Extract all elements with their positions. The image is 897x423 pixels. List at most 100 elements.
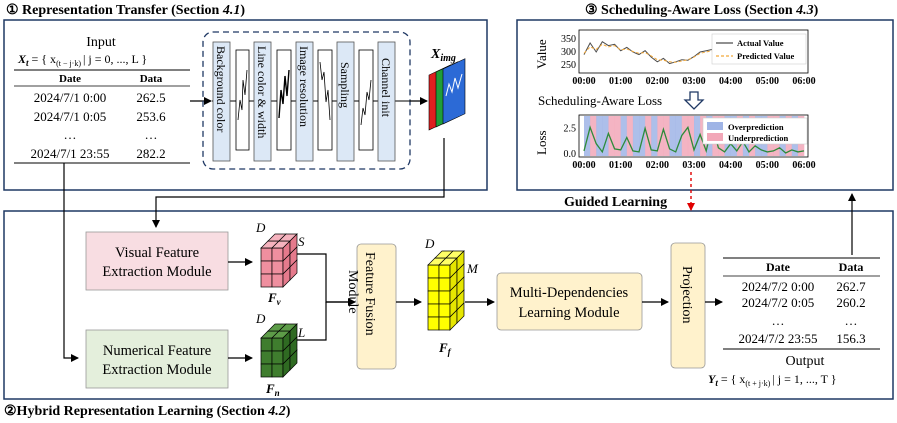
actual-legend-label: Actual Value xyxy=(737,38,784,48)
cube-front-cell xyxy=(271,273,284,288)
pipeline-step-label: Image resolution xyxy=(297,46,311,127)
input-header-data: Data xyxy=(140,73,163,85)
projection-module-label: Projection xyxy=(679,266,694,324)
loss-xtick-label: 01:00 xyxy=(609,160,632,171)
pipeline-step-box xyxy=(336,41,355,162)
cube-front-cell xyxy=(438,264,451,279)
loss-xtick-label: 00:00 xyxy=(572,160,595,171)
value-xtick-label: 06:00 xyxy=(792,76,815,87)
output-label: Output xyxy=(786,354,825,369)
input-row-value: 282.2 xyxy=(136,146,165,161)
value-ytick-label: 350 xyxy=(561,34,576,45)
projection-module xyxy=(670,242,706,369)
cube-front-cell xyxy=(427,264,440,279)
numerical-feature-extraction-module xyxy=(85,329,229,389)
fn-dim-l: L xyxy=(297,325,305,340)
cube-front-cell xyxy=(260,363,273,378)
input-to-numerical-arrow xyxy=(63,163,79,362)
fn-to-fusion-line xyxy=(295,302,327,341)
output-row-date: 2024/7/2 23:55 xyxy=(738,331,817,346)
value-xtick-label: 01:00 xyxy=(609,76,632,87)
input-row-date: 2024/7/1 0:05 xyxy=(34,109,107,124)
visual-module-label-line1: Visual Feature xyxy=(115,245,199,261)
predicted-value-line xyxy=(583,43,805,63)
ff-feature-cube xyxy=(427,250,465,331)
value-xtick-label: 05:00 xyxy=(756,76,779,87)
loss-band xyxy=(687,116,695,156)
cube-side-cell xyxy=(456,302,465,324)
ff-dim-d: D xyxy=(424,236,435,251)
value-xtick-label: 04:00 xyxy=(719,76,742,87)
loss-ytick-label: 0.0 xyxy=(564,149,577,160)
loss-chart-lines xyxy=(583,125,805,154)
input-row-value: … xyxy=(145,127,158,142)
curve-thumbnail-icon xyxy=(358,49,374,151)
ximg-label: Ximg xyxy=(430,47,456,64)
output-row-date: 2024/7/2 0:00 xyxy=(742,279,815,294)
output-row-value: 262.7 xyxy=(836,279,866,294)
output-row-value: … xyxy=(845,313,858,328)
guided-learning-label: Guided Learning xyxy=(564,195,667,210)
loss-ytick-label: 2.5 xyxy=(564,123,577,134)
mdl-module-label-line1: Multi-Dependencies xyxy=(510,285,629,301)
pipeline-step-box xyxy=(377,41,396,162)
loss-band xyxy=(626,116,634,156)
value-xtick-label: 03:00 xyxy=(682,76,705,87)
output-row-date: 2024/7/2 0:05 xyxy=(742,295,815,310)
cube-side-cell xyxy=(289,259,298,281)
ff-name: Ff xyxy=(438,340,452,357)
cube-front-cell xyxy=(271,260,284,275)
pipeline-step-box xyxy=(295,41,314,162)
pipeline-step-label: Background color xyxy=(214,46,228,132)
loss-xtick-label: 03:00 xyxy=(682,160,705,171)
input-row-value: 262.5 xyxy=(136,90,165,105)
curve-thumbnail-icon xyxy=(317,49,333,151)
value-chart-ylabel: Value xyxy=(534,39,549,69)
cube-front-cell xyxy=(427,277,440,292)
scheduling-aware-loss-label: Scheduling-Aware Loss xyxy=(538,93,662,108)
output-header-data: Data xyxy=(839,260,864,274)
numerical-module-label-line2: Extraction Module xyxy=(102,362,211,378)
loss-band xyxy=(632,116,640,156)
value-xtick-label: 00:00 xyxy=(572,76,595,87)
fn-feature-cube xyxy=(260,323,298,378)
fv-dim-d: D xyxy=(255,220,266,235)
input-row-date: 2024/7/1 0:00 xyxy=(34,90,107,105)
loss-band xyxy=(681,116,689,156)
loss-band xyxy=(651,116,658,156)
loss-xtick-label: 02:00 xyxy=(646,160,669,171)
output-row-value: 156.3 xyxy=(836,331,865,346)
cube-front-cell xyxy=(260,350,273,365)
visual-module-label-line2: Extraction Module xyxy=(102,264,211,280)
pipeline-step-box xyxy=(253,41,272,162)
curve-thumbnail-icon xyxy=(276,49,292,151)
ximg-image-stack-icon xyxy=(428,58,466,131)
feature-fusion-module xyxy=(356,243,397,370)
curve-thumbnail-icon xyxy=(235,49,250,151)
loss-chart-legend: Overprediction Underprediction xyxy=(702,117,808,145)
pipeline-step-label: Line color & width xyxy=(255,46,269,138)
value-chart-legend: Actual Value Predicted Value xyxy=(711,33,807,65)
down-arrow-icon xyxy=(683,91,705,110)
input-row-date: … xyxy=(64,127,77,142)
loss-band xyxy=(608,116,615,156)
cube-front-cell xyxy=(260,260,273,275)
loss-band xyxy=(694,116,701,156)
loss-band xyxy=(602,116,609,156)
loss-band xyxy=(614,116,621,156)
loss-xtick-label: 04:00 xyxy=(719,160,742,171)
cube-front-cell xyxy=(260,247,273,262)
loss-band xyxy=(639,116,646,156)
output-header-date: Date xyxy=(766,260,791,274)
multi-dependencies-learning-module xyxy=(496,272,643,331)
loss-band xyxy=(675,116,683,156)
ff-dim-m: M xyxy=(466,261,479,276)
output-row-value: 260.2 xyxy=(836,295,865,310)
value-ytick-label: 250 xyxy=(561,60,576,71)
cube-front-cell xyxy=(271,247,284,262)
cube-front-cell xyxy=(438,303,451,318)
pipeline-step-label: Sampling xyxy=(338,62,352,108)
